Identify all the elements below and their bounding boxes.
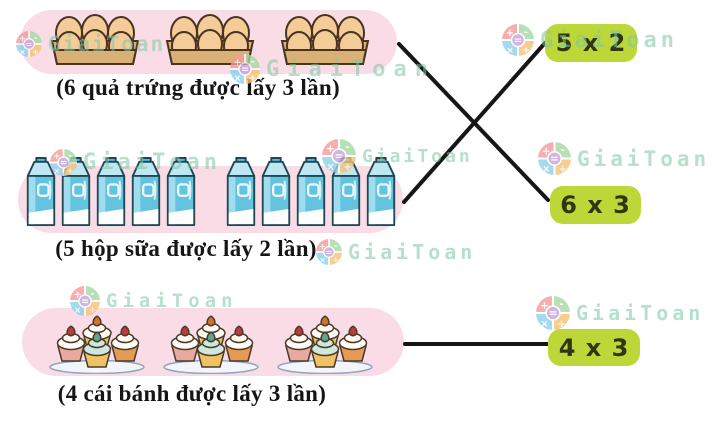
giaitoan-logo-icon	[536, 296, 570, 330]
milk-carton-group	[224, 155, 398, 229]
milk-carton-icon	[366, 156, 396, 227]
milk-cartons-row	[24, 155, 398, 229]
line-eggs-to-6x3	[397, 42, 550, 202]
watermark-text: GiaiToan	[576, 301, 705, 325]
egg-carton-icon	[281, 14, 369, 65]
cake-plate-icon	[163, 315, 259, 374]
answer-6x3[interactable]: 6 x 3	[550, 186, 641, 224]
watermark-text: GiaiToan	[577, 146, 711, 171]
answer-5x2[interactable]: 5 x 2	[545, 24, 637, 62]
milk-carton-icon	[26, 156, 56, 227]
cakes-caption: (4 cái bánh được lấy 3 lần)	[57, 381, 327, 406]
giaitoan-logo-icon	[538, 142, 571, 175]
milk-carton-group	[24, 155, 198, 229]
milk-carton-icon	[261, 156, 291, 227]
giaitoan-watermark: GiaiToan	[538, 142, 710, 175]
line-milk-to-5x2	[402, 41, 547, 204]
milk-carton-icon	[166, 156, 196, 227]
egg-carton-icon	[51, 14, 139, 65]
cake-plate-icon	[49, 315, 145, 374]
eggs-caption: (6 quả trứng được lấy 3 lần)	[56, 75, 340, 100]
milk-carton-icon	[296, 156, 326, 227]
milk-carton-icon	[96, 156, 126, 227]
answer-4x3[interactable]: 4 x 3	[548, 329, 640, 366]
egg-cartons-row	[45, 14, 375, 70]
giaitoan-watermark: GiaiToan	[536, 296, 704, 330]
egg-carton-icon	[166, 14, 254, 65]
milk-carton-icon	[61, 156, 91, 227]
cake-plate-icon	[277, 315, 373, 374]
milk-carton-icon	[331, 156, 361, 227]
milk-carton-icon	[131, 156, 161, 227]
milk-carton-icon	[226, 156, 256, 227]
giaitoan-logo-icon	[502, 24, 534, 56]
milk-caption: (5 hộp sữa được lấy 2 lần)	[55, 236, 317, 261]
cake-plates-row	[45, 312, 377, 374]
